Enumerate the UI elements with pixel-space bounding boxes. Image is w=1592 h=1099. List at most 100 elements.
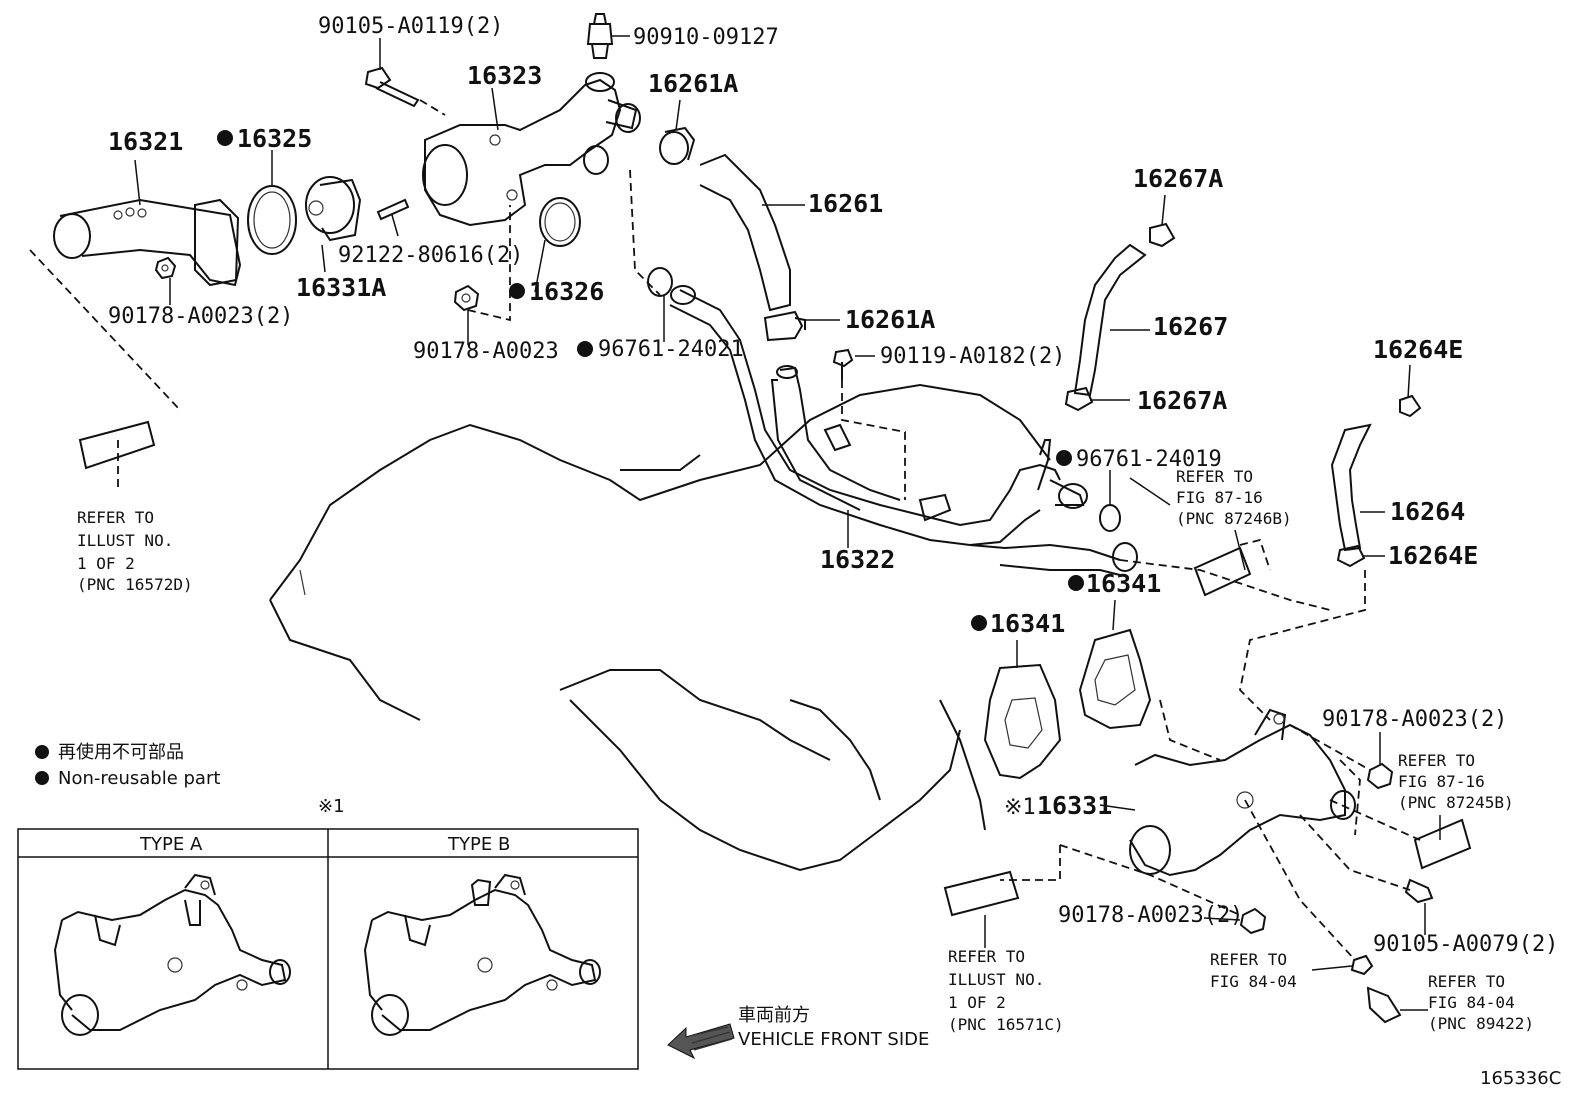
ref-note-84-04: REFER TO FIG 84-04 [1210, 950, 1297, 991]
label-96761-24019: 96761-24019 [1076, 447, 1222, 472]
bolt-90105-A0119 [364, 66, 420, 108]
note-mark-table: ※1 [318, 796, 345, 817]
ref-note-89422: REFER TO FIG 84-04 (PNC 89422) [1428, 972, 1534, 1033]
svg-text:REFER TO: REFER TO [1176, 467, 1253, 486]
engine-block-outline [269, 383, 1051, 872]
label-16261A-top: 16261A [648, 69, 738, 98]
hose-ref-87245B [1413, 818, 1472, 870]
note-mark-16331: ※1 [1004, 795, 1036, 820]
ref-note-87245B: REFER TO FIG 87-16 (PNC 87245B) [1398, 751, 1514, 812]
plug-84-04 [1350, 954, 1374, 976]
hose-ref-87246B [1193, 546, 1252, 597]
non-reusable-dot [1068, 575, 1084, 591]
label-16323: 16323 [467, 61, 542, 90]
label-90178-A0023-2-right: 90178-A0023(2) [1322, 707, 1507, 732]
svg-text:FIG 87-16: FIG 87-16 [1398, 772, 1485, 791]
label-16261: 16261 [808, 189, 883, 218]
hose-clamp-16264E-lower [1336, 544, 1366, 568]
type-b-inlet-drawing [363, 873, 601, 1036]
label-16264: 16264 [1390, 497, 1465, 526]
label-16267A-top: 16267A [1133, 164, 1223, 193]
hose-ref-left [78, 420, 156, 470]
stud-bolt-92122 [376, 198, 410, 221]
legend-en: Non-reusable part [58, 768, 220, 789]
vehicle-front-arrow: 車両前方 VEHICLE FRONT SIDE [667, 1005, 929, 1060]
front-label-jp: 車両前方 [738, 1005, 810, 1026]
bolt-90119-A0182 [832, 348, 854, 380]
hose-ref-bottom [943, 870, 1020, 917]
part-labels: 90105-A0119(2) 90910-09127 16323 16261A … [108, 14, 1558, 957]
label-16267A-lower: 16267A [1137, 386, 1227, 415]
hose-clamp-16261A-top [659, 126, 696, 165]
gasket-ring-16325 [247, 185, 297, 255]
svg-text:FIG 87-16: FIG 87-16 [1176, 488, 1263, 507]
label-16331A: 16331A [296, 273, 386, 302]
water-bypass-pipe-16322 [669, 285, 1138, 576]
label-16325: 16325 [237, 124, 312, 153]
non-reusable-dot [217, 130, 233, 146]
gasket-16341-right [1078, 628, 1152, 730]
svg-text:ILLUST NO.: ILLUST NO. [77, 531, 173, 550]
assembly-lines [29, 169, 1421, 961]
label-90105-A0079: 90105-A0079(2) [1373, 932, 1558, 957]
non-reusable-dot [577, 341, 593, 357]
o-ring-96761-24019 [1099, 504, 1121, 532]
ref-note-bottom: REFER TO ILLUST NO. 1 OF 2 (PNC 16571C) [948, 947, 1064, 1034]
label-16331: 16331 [1037, 791, 1112, 820]
hose-16261 [699, 153, 791, 312]
svg-text:(PNC 16571C): (PNC 16571C) [948, 1015, 1064, 1034]
water-inlet-housing-16323 [422, 72, 641, 227]
front-label-en: VEHICLE FRONT SIDE [738, 1029, 929, 1050]
legend-jp: 再使用不可部品 [58, 742, 184, 763]
label-16341-right: 16341 [1086, 569, 1161, 598]
hose-clamp-16267A-lower [1064, 386, 1094, 412]
non-reusable-dot [971, 615, 987, 631]
temperature-sender-90910 [586, 13, 614, 59]
label-16322: 16322 [820, 545, 895, 574]
type-a-label: TYPE A [139, 834, 203, 855]
label-90105-A0119: 90105-A0119(2) [318, 14, 503, 39]
water-inlet-16331 [1129, 708, 1356, 877]
label-90178-A0023: 90178-A0023 [413, 339, 559, 364]
nut-90178-right [1366, 762, 1394, 790]
water-outlet-16321 [53, 198, 242, 287]
svg-text:REFER TO: REFER TO [77, 508, 154, 527]
hose-clamp-16264E-top [1399, 394, 1422, 418]
label-96761-24021: 96761-24021 [598, 337, 744, 362]
nut-90178-bottom [1239, 907, 1267, 935]
svg-text:(PNC 87245B): (PNC 87245B) [1398, 793, 1514, 812]
ref-note-left: REFER TO ILLUST NO. 1 OF 2 (PNC 16572D) [77, 508, 193, 594]
thermostat-16331A [305, 176, 362, 242]
label-16264E-top: 16264E [1373, 335, 1463, 364]
label-16341-left: 16341 [990, 609, 1065, 638]
svg-text:FIG 84-04: FIG 84-04 [1428, 993, 1515, 1012]
type-a-inlet-drawing [53, 873, 291, 1036]
svg-text:REFER TO: REFER TO [1210, 950, 1287, 969]
legend: 再使用不可部品 Non-reusable part [35, 742, 220, 789]
label-92122-80616: 92122-80616(2) [338, 243, 523, 268]
hose-16264 [1330, 423, 1372, 552]
gasket-ring-16326 [539, 197, 581, 247]
label-90119-A0182: 90119-A0182(2) [880, 344, 1065, 369]
diagram-id: 165336C [1480, 1068, 1561, 1089]
non-reusable-dot [509, 283, 525, 299]
non-reusable-dot [1056, 450, 1072, 466]
svg-text:REFER TO: REFER TO [948, 947, 1025, 966]
svg-text:ILLUST NO.: ILLUST NO. [948, 970, 1044, 989]
svg-text:1 OF 2: 1 OF 2 [948, 993, 1006, 1012]
hose-16267 [1073, 243, 1147, 397]
leader-lines [134, 38, 1441, 1011]
label-16321: 16321 [108, 127, 183, 156]
label-16261A-lower: 16261A [845, 305, 935, 334]
label-16264E-lower: 16264E [1388, 541, 1478, 570]
label-16267: 16267 [1153, 312, 1228, 341]
svg-text:1 OF 2: 1 OF 2 [77, 554, 135, 573]
svg-text:FIG 84-04: FIG 84-04 [1210, 972, 1297, 991]
hose-clamp-16267A-top [1149, 222, 1176, 248]
type-b-label: TYPE B [447, 834, 510, 855]
bolt-90105-A0079 [1404, 878, 1434, 904]
type-table: TYPE A TYPE B [17, 828, 639, 1070]
o-ring-96761-24021 [647, 267, 673, 297]
nut-90178-left [154, 256, 177, 280]
sensor-89422 [1366, 986, 1402, 1024]
